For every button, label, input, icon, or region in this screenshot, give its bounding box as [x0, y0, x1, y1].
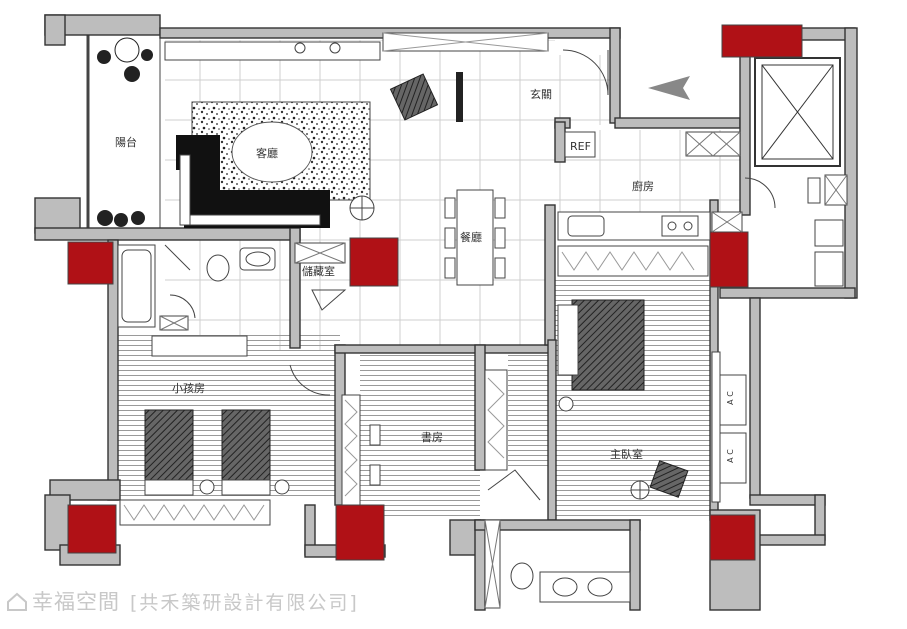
column	[349, 237, 399, 287]
wood-floor-hall	[508, 350, 553, 470]
room-label-balcony: 陽台	[115, 135, 137, 149]
wardrobe-row	[557, 245, 709, 277]
master-chair	[649, 460, 689, 498]
room-label-storage: 儲藏室	[302, 264, 335, 278]
lounge-chair	[389, 73, 439, 121]
watermark-company: [共禾築研設計有限公司]	[130, 592, 359, 614]
room-label-dining: 餐廳	[460, 230, 482, 244]
entry-arrow-icon	[648, 76, 690, 100]
room-label-kids: 小孩房	[172, 382, 205, 395]
tv-cabinet	[164, 41, 381, 61]
plants	[97, 37, 153, 227]
column	[721, 24, 803, 58]
fridge-label: REF	[570, 140, 591, 153]
kids-wardrobe	[119, 499, 271, 526]
kids-bed-2	[221, 409, 271, 481]
column	[709, 514, 756, 561]
kids-desk	[151, 335, 248, 357]
sofa	[176, 135, 330, 228]
study-shelf	[341, 394, 361, 506]
ac-label-1: A C	[726, 391, 735, 405]
room-label-living: 客廳	[256, 146, 278, 160]
house-logo-icon	[7, 592, 27, 611]
room-label-kitchen: 廚房	[632, 179, 654, 193]
watermark-brand: 幸福空間	[32, 590, 120, 614]
room-label-study: 書房	[421, 430, 443, 444]
column	[67, 504, 117, 554]
column	[335, 504, 385, 561]
columns	[67, 24, 803, 561]
ac-label-2: A C	[726, 449, 735, 463]
master-bed	[571, 299, 645, 391]
column	[67, 241, 114, 285]
tile-floor-entry	[555, 55, 615, 125]
column	[709, 231, 749, 288]
room-label-entry: 玄關	[530, 87, 552, 101]
fridge	[564, 131, 596, 158]
dining-table	[456, 189, 494, 286]
balcony-area	[87, 34, 161, 231]
watermark: 幸福空間 [共禾築研設計有限公司]	[6, 586, 359, 616]
coffee-table	[231, 121, 313, 183]
room-label-master: 主臥室	[610, 447, 643, 461]
ac-units: A C A C	[719, 374, 747, 484]
kids-bed-1	[144, 409, 194, 481]
